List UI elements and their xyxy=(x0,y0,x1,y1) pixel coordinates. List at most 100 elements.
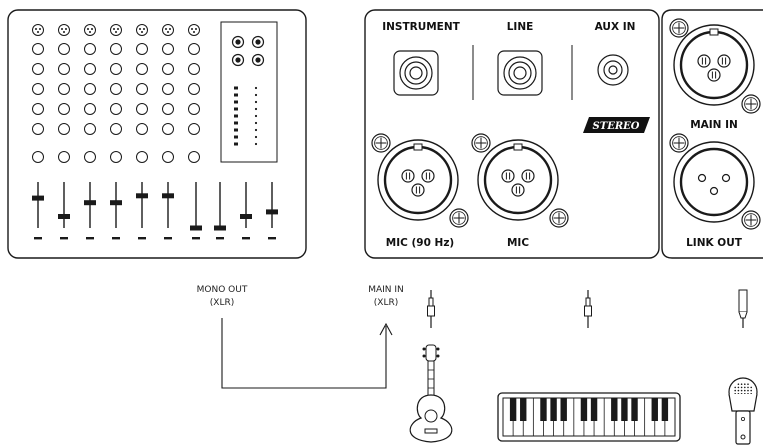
knob-icon xyxy=(188,151,200,163)
meter-led-right xyxy=(254,142,258,146)
black-key xyxy=(550,398,557,421)
fader-mark xyxy=(216,237,224,240)
knob-icon xyxy=(188,83,200,95)
xlr-pin xyxy=(521,169,535,183)
xlr-pin xyxy=(401,169,415,183)
meter-led-left xyxy=(234,100,238,104)
knob-icon xyxy=(162,63,174,75)
meter-led-left xyxy=(234,135,238,139)
rear-panel: INSTRUMENT LINE AUX IN STEREO MIC xyxy=(364,9,660,259)
meter-led-left xyxy=(234,142,238,146)
input-jack-icon xyxy=(84,24,96,36)
fader-cap xyxy=(32,195,44,201)
xlr-pin xyxy=(501,169,515,183)
xlr-pin xyxy=(697,54,711,68)
knob-icon xyxy=(136,151,148,163)
xlr-plug-icon xyxy=(738,289,748,328)
mic-xlr-jack xyxy=(471,133,569,228)
label-aux-in: AUX IN xyxy=(595,21,636,33)
grille-dot xyxy=(734,389,736,392)
fader-cap xyxy=(266,209,278,215)
fader-mark xyxy=(112,237,120,240)
input-jack-icon xyxy=(32,24,44,36)
knob-icon xyxy=(188,103,200,115)
panel-body xyxy=(364,9,660,259)
line-plug-icon xyxy=(584,290,592,328)
black-key xyxy=(621,398,628,421)
grille-dot xyxy=(747,383,749,386)
meter-led-left xyxy=(234,86,238,90)
knob-icon xyxy=(84,63,96,75)
fader-mark xyxy=(138,237,146,240)
stereo-badge-text: STEREO xyxy=(593,121,640,132)
knob-icon xyxy=(136,103,148,115)
knob-icon xyxy=(32,43,44,55)
grille-dot xyxy=(750,389,752,392)
label-line: LINE xyxy=(507,21,534,33)
meter-led-right xyxy=(254,100,258,104)
grille-dot xyxy=(744,386,746,389)
black-key xyxy=(580,398,588,421)
link-out-xlr-jack xyxy=(669,133,761,230)
microphone-icon xyxy=(728,377,758,445)
xlr-pin xyxy=(709,186,719,196)
knob-icon xyxy=(110,103,122,115)
knob-icon xyxy=(58,151,70,163)
fader-mark xyxy=(192,237,200,240)
grille-dot xyxy=(740,383,743,386)
knob-icon xyxy=(162,123,174,135)
fader-mark xyxy=(268,237,276,240)
knob-icon xyxy=(58,63,70,75)
meter-led-right xyxy=(254,114,258,118)
meter-led-right xyxy=(254,128,258,132)
knob-icon xyxy=(110,151,122,163)
meter-led-left xyxy=(234,93,238,97)
grille-dot xyxy=(737,386,740,389)
knob-icon xyxy=(84,83,96,95)
knob-icon xyxy=(136,123,148,135)
stereo-badge: STEREO xyxy=(583,117,650,133)
label-mic-90hz: MIC (90 Hz) xyxy=(386,237,454,249)
grille-dot xyxy=(744,383,746,386)
xlr-pin xyxy=(717,54,731,68)
fader-cap xyxy=(84,200,96,206)
black-key xyxy=(611,398,618,421)
label-instrument: INSTRUMENT xyxy=(382,21,460,33)
knob-icon xyxy=(32,151,44,163)
xlr-pin xyxy=(697,173,707,183)
knob-icon xyxy=(162,83,174,95)
fader-mark xyxy=(164,237,172,240)
xlr-pin xyxy=(421,169,435,183)
black-key xyxy=(631,398,638,421)
mixer xyxy=(7,9,307,259)
meter-box xyxy=(220,21,278,163)
knob-icon xyxy=(110,43,122,55)
grille-dot xyxy=(737,383,740,386)
black-key xyxy=(540,398,547,421)
knob-icon xyxy=(162,103,174,115)
knob-icon xyxy=(84,151,96,163)
mixer-fader-bank xyxy=(32,182,278,240)
input-jack-icon xyxy=(110,24,122,36)
keyboard-keys xyxy=(509,398,669,436)
mono-out-label-line2: (XLR) xyxy=(210,298,234,308)
fader-cap xyxy=(240,214,252,219)
knob-icon xyxy=(188,63,200,75)
main-in-xlr-jack xyxy=(669,18,761,114)
knob-icon xyxy=(162,43,174,55)
side-panel: MAIN IN LINK OUT xyxy=(661,9,763,259)
meter-led-left xyxy=(234,114,238,118)
xlr-pin xyxy=(411,183,425,197)
input-jack-icon xyxy=(188,24,200,36)
knob-icon xyxy=(58,83,70,95)
fader-mark xyxy=(242,237,250,240)
fader-cap xyxy=(214,225,226,231)
guitar-icon xyxy=(409,344,453,443)
grille-dot xyxy=(744,389,746,392)
line-jack xyxy=(497,50,543,96)
input-jack-icon xyxy=(136,24,148,36)
knob-icon xyxy=(188,43,200,55)
meter-led-left xyxy=(234,121,238,125)
grille-dot xyxy=(747,389,749,392)
label-main-in: MAIN IN xyxy=(690,119,738,131)
